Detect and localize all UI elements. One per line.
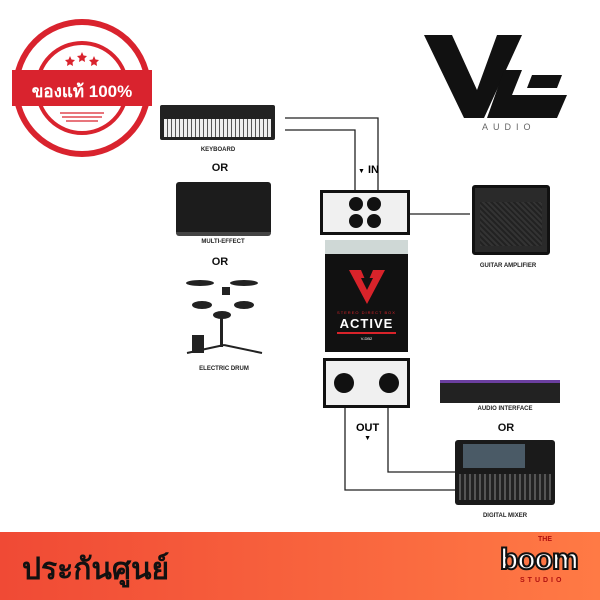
authentic-badge: ของแท้ 100%: [12, 18, 152, 158]
in-arrow-icon: ▼: [358, 168, 365, 175]
electric-drum-image: [182, 275, 267, 355]
or-label: OR: [211, 162, 229, 174]
badge-text: ของแท้ 100%: [31, 82, 133, 101]
output-panel: [323, 358, 410, 408]
out-arrow-icon: ▼: [364, 435, 372, 442]
multi-effect-image: [176, 182, 271, 236]
guitar-amplifier-label: GUITAR AMPLIFIER: [479, 263, 537, 269]
keyboard-image: [160, 105, 275, 140]
boom-studio-logo: THE boom STUDIO: [498, 536, 588, 596]
in-text: IN: [368, 164, 379, 176]
warranty-banner: ประกันศูนย์ THE boom STUDIO: [0, 532, 600, 600]
vs-logo-icon: [349, 270, 385, 304]
boom-studio-text: STUDIO: [520, 577, 565, 584]
device-name: ACTIVE: [339, 316, 394, 331]
device-model: V-DB2: [360, 336, 373, 341]
input-panel: [320, 190, 410, 235]
digital-mixer-image: [455, 440, 555, 505]
multi-effect-label: MULTI-EFFECT: [201, 239, 245, 245]
out-label: OUT▼: [356, 422, 379, 443]
out-text: OUT: [356, 422, 380, 434]
audio-interface-label: AUDIO INTERFACE: [477, 406, 533, 412]
audio-interface-image: [440, 380, 560, 403]
star-icons: [65, 52, 99, 66]
vl-audio-subtext: AUDIO: [482, 122, 536, 132]
guitar-amplifier-image: [472, 185, 550, 255]
electric-drum-label: ELECTRIC DRUM: [199, 366, 249, 372]
or-label: OR: [211, 256, 229, 268]
warranty-text: ประกันศูนย์: [22, 553, 170, 586]
vl-audio-logo: AUDIO: [422, 30, 567, 135]
device-subtitle: STEREO DIRECT BOX: [337, 310, 396, 315]
device-body: STEREO DIRECT BOX ACTIVE V-DB2: [325, 240, 408, 352]
boom-name-text: boom: [499, 543, 580, 576]
in-label: ▼ IN: [358, 164, 379, 178]
keyboard-label: KEYBOARD: [200, 147, 236, 153]
or-label: OR: [497, 422, 515, 434]
boom-the-text: THE: [538, 536, 552, 543]
digital-mixer-label: DIGITAL MIXER: [482, 513, 528, 519]
